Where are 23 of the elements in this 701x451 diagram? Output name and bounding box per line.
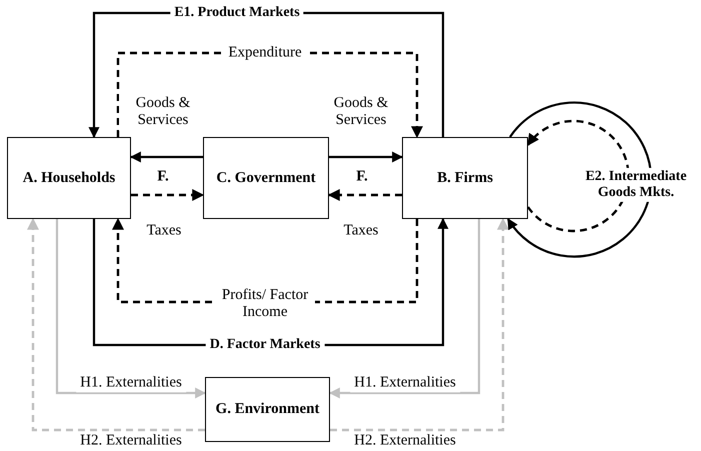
process-box <box>402 137 528 219</box>
edge-label: H1. Externalities <box>350 373 460 393</box>
edge-label: Expenditure <box>224 43 306 63</box>
arrow <box>56 219 206 398</box>
arrow <box>130 152 203 162</box>
edge-label: H1. Externalities <box>76 373 186 393</box>
box-label: B. Firms <box>437 170 493 186</box>
process-box <box>203 137 329 219</box>
process-box <box>7 137 131 219</box>
arrow <box>527 120 630 232</box>
flow-label: F. <box>356 168 368 186</box>
arrow <box>507 102 652 258</box>
arrow <box>131 189 204 201</box>
box-label: G. Environment <box>216 401 320 418</box>
arrow <box>328 189 402 201</box>
arrow <box>330 218 509 432</box>
flow-label: F. <box>157 168 169 186</box>
arrow <box>27 218 205 432</box>
arrow <box>328 219 480 398</box>
arrow <box>329 152 404 162</box>
process-box <box>205 377 330 442</box>
box-label: C. Government <box>216 170 316 186</box>
box-label: A. Households <box>22 170 116 186</box>
